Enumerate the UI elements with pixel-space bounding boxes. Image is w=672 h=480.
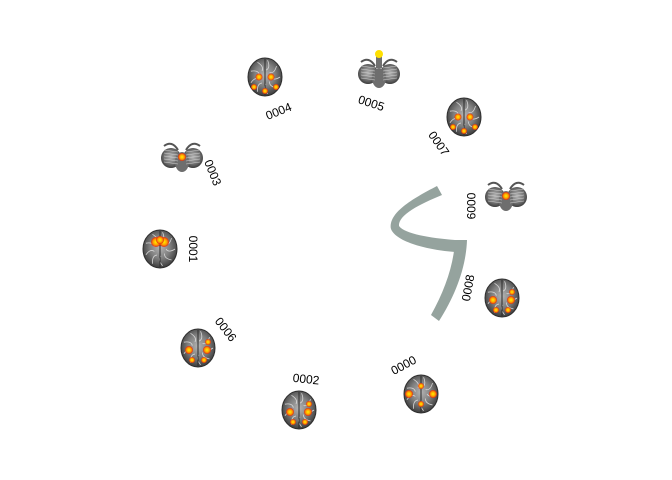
brain-slice-image xyxy=(446,97,482,137)
node-label: 0007 xyxy=(425,129,452,159)
node-label: 0000 xyxy=(389,353,419,378)
node-label: 0001 xyxy=(186,236,200,263)
brain-slice-image xyxy=(485,181,527,211)
brain-node-0009[interactable]: 0009 xyxy=(464,181,527,220)
brain-node-0000[interactable]: 0000 xyxy=(389,353,439,414)
brain-slice-image xyxy=(403,374,439,414)
brain-node-0008[interactable]: 0008 xyxy=(459,273,520,318)
brain-slice-image xyxy=(247,57,283,97)
connection-layer xyxy=(390,186,467,321)
brain-node-0005[interactable]: 0005 xyxy=(356,50,400,114)
brain-slice-image xyxy=(358,50,400,88)
node-label: 0008 xyxy=(459,273,477,302)
brain-node-0003[interactable]: 0003 xyxy=(161,142,224,188)
node-label: 0009 xyxy=(464,193,478,220)
node-label: 0002 xyxy=(292,371,320,388)
brain-slice-image xyxy=(142,229,178,269)
node-layer: 0000 0001 0002 0003 0004 0005 0006 0007 0008 0009 xyxy=(142,50,527,430)
node-label: 0003 xyxy=(201,158,224,188)
brain-node-0007[interactable]: 0007 xyxy=(425,97,482,159)
brain-slice-image xyxy=(180,328,216,368)
brain-slice-image xyxy=(161,142,203,172)
brain-node-0002[interactable]: 0002 xyxy=(281,371,320,430)
brain-node-0006[interactable]: 0006 xyxy=(180,315,240,368)
brain-slice-image xyxy=(484,278,520,318)
node-label: 0006 xyxy=(212,315,240,345)
node-label: 0004 xyxy=(264,100,294,123)
connection-ribbon-0009-0007 xyxy=(390,186,455,252)
brain-slice-image xyxy=(281,390,317,430)
connection-ribbon-0009-0000 xyxy=(431,240,467,321)
brain-node-0001[interactable]: 0001 xyxy=(142,229,200,269)
node-label: 0005 xyxy=(356,92,386,114)
brain-node-0004[interactable]: 0004 xyxy=(247,57,294,123)
